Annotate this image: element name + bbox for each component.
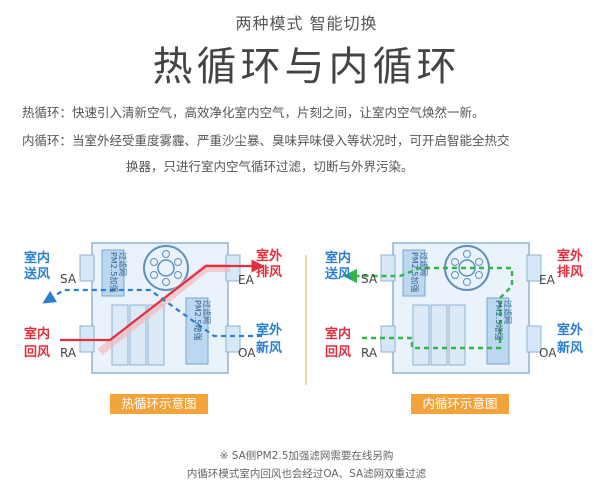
svg-text:送风: 送风 <box>324 266 351 282</box>
label-indoor-return: 室内 <box>24 326 50 342</box>
pm25-filter-label: PM2.5加强 <box>109 252 119 292</box>
label-ra: RA <box>60 346 77 360</box>
svg-text:过滤网: 过滤网 <box>118 252 128 276</box>
hot-cycle-caption: 热循环示意图 <box>110 394 208 414</box>
sa-duct <box>380 254 396 282</box>
svg-text:送风: 送风 <box>23 266 50 282</box>
svg-text:过滤网: 过滤网 <box>202 300 212 324</box>
footnote-1: ※ SA侧PM2.5加强滤网需要在线另购 <box>219 450 394 462</box>
label-outdoor-exhaust: 室外 <box>256 248 282 264</box>
label-outdoor-exhaust: 室外 <box>557 248 583 264</box>
svg-text:过滤网: 过滤网 <box>419 252 429 276</box>
sa-duct <box>79 254 95 282</box>
svg-text:排风: 排风 <box>256 264 282 280</box>
fan-icon <box>143 245 189 291</box>
inner-cycle-description-continued: 换器，只进行室内空气循环过滤，切断与外界污染。 <box>126 159 414 174</box>
pm25-enhanced-filter-label: PM2.5增强 <box>494 300 504 340</box>
pm25-enhanced-filter <box>486 297 510 365</box>
exchanger-panel <box>448 304 466 366</box>
label-oa: OA <box>539 346 557 360</box>
label-ea: EA <box>539 273 556 287</box>
oa-duct <box>526 325 542 353</box>
label-indoor-return: 室内 <box>325 326 351 342</box>
page-title: 热循环与内循环 <box>152 44 461 90</box>
svg-text:新风: 新风 <box>557 340 583 356</box>
label-ea: EA <box>238 273 255 287</box>
label-sa: SA <box>60 272 77 286</box>
svg-text:新风: 新风 <box>256 340 282 356</box>
inner-cycle-diagram: 室内 送风 SA 室内 回风 RA 室外 排风 EA 室外 新风 OA PM2.… <box>324 242 583 374</box>
label-oa: OA <box>238 346 256 360</box>
svg-text:排风: 排风 <box>557 264 583 280</box>
pm25-enhanced-filter-label: PM2.5增强 <box>193 300 203 340</box>
pm25-filter-label: PM2.5加强 <box>410 252 420 292</box>
svg-text:回风: 回风 <box>24 345 50 360</box>
hot-cycle-description: 热循环：快速引入清新空气，高效净化室内空气，片刻之间，让室内空气焕然一新。 <box>22 105 485 120</box>
label-indoor-supply: 室内 <box>325 250 351 266</box>
inner-cycle-caption: 内循环示意图 <box>411 394 509 414</box>
subtitle: 两种模式 智能切换 <box>235 14 378 33</box>
footnote-2: 内循环模式室内回风也会经过OA、SA滤网双重过滤 <box>186 468 427 480</box>
pm25-filter <box>101 249 125 297</box>
label-outdoor-fresh: 室外 <box>557 322 583 338</box>
label-outdoor-fresh: 室外 <box>256 322 282 338</box>
label-ra: RA <box>361 346 378 360</box>
svg-text:过滤网: 过滤网 <box>503 300 513 324</box>
pm25-filter <box>402 249 426 297</box>
fresh-air-flow <box>42 288 262 338</box>
exhaust-flow <box>60 259 265 342</box>
inner-cycle-description: 内循环：当室外经受重度雾霾、严重沙尘暴、臭味异味侵入等状况时，可开启智能全热交 <box>22 133 510 148</box>
exchanger-panel <box>430 304 448 366</box>
ea-duct <box>526 254 542 282</box>
label-indoor-supply: 室内 <box>24 250 50 266</box>
exchanger-panel <box>412 304 430 366</box>
hot-cycle-diagram: 室内 送风 SA 室内 回风 RA 室外 排风 EA 室外 新风 OA PM2.… <box>23 242 282 374</box>
oa-duct <box>225 325 241 353</box>
label-sa: SA <box>361 272 378 286</box>
svg-text:回风: 回风 <box>325 345 351 360</box>
recirculation-flow <box>342 266 514 350</box>
